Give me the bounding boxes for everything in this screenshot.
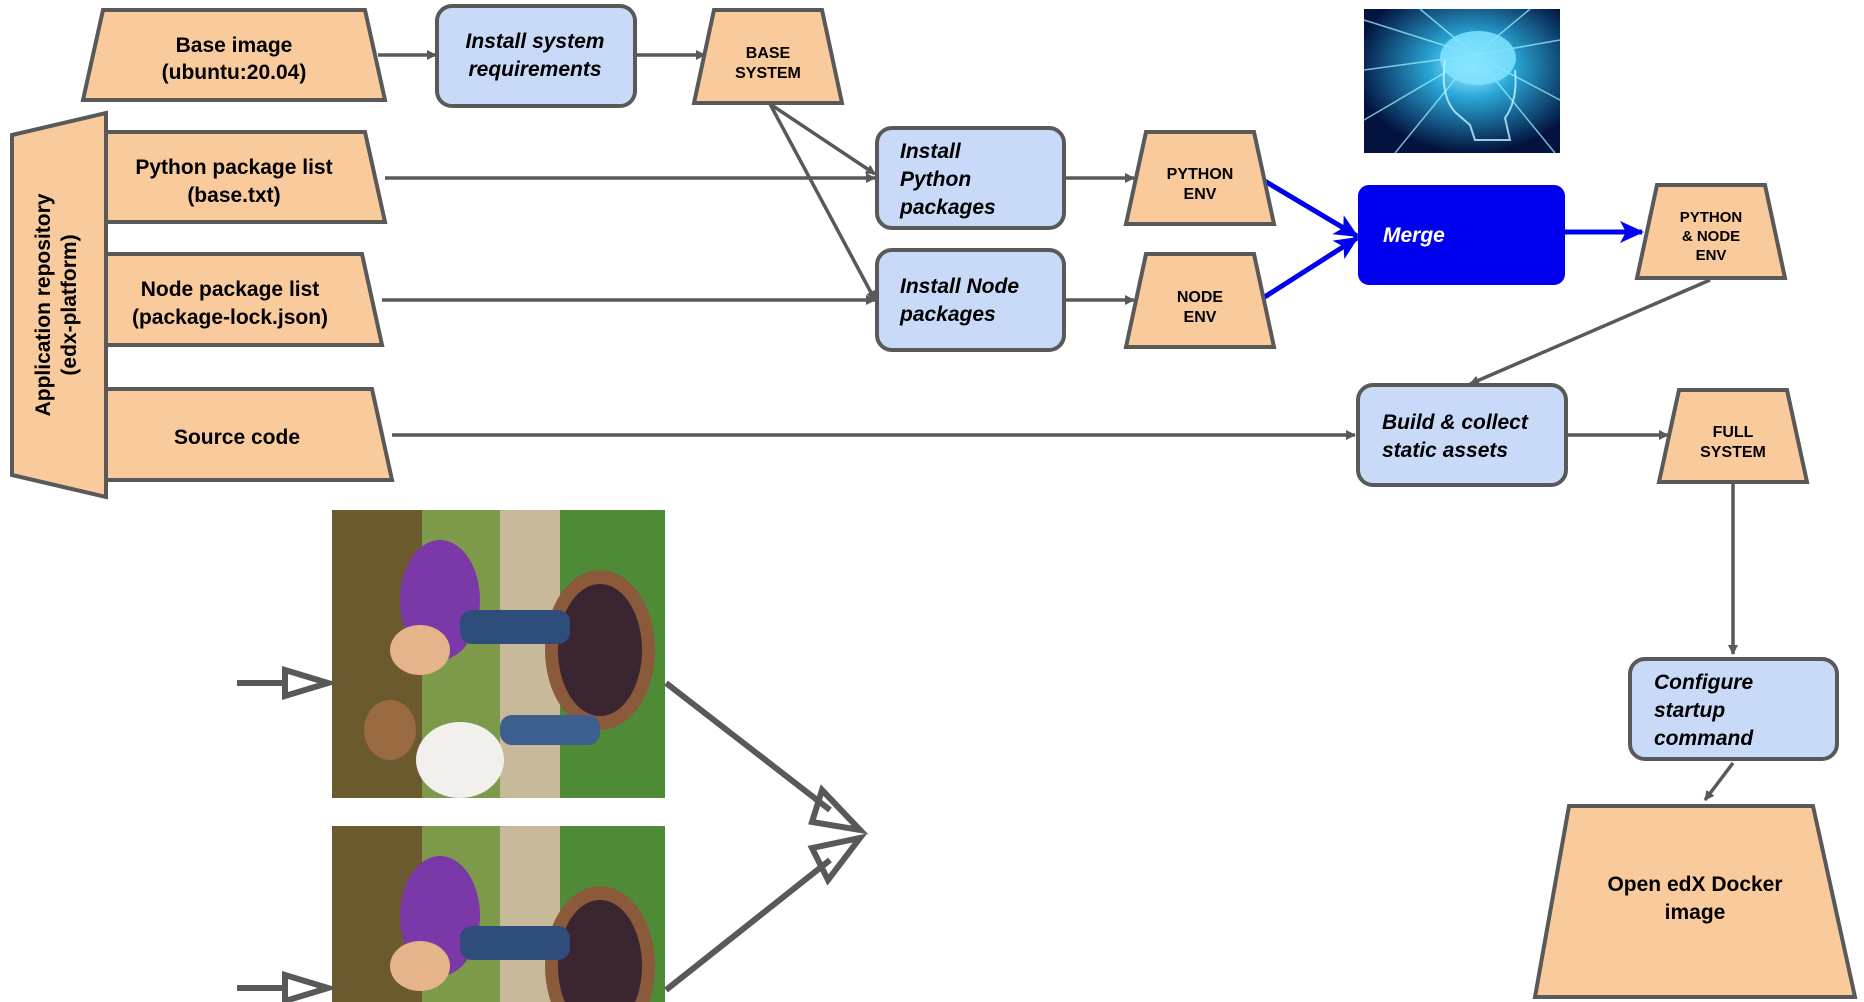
arrowhead-into-photo-top (282, 665, 339, 701)
build-collect-label-1: Build & collect (1382, 411, 1529, 434)
photo-top (332, 510, 665, 798)
build-collect-node: Build & collect static assets (1356, 383, 1568, 487)
base-system-label-2: SYSTEM (735, 65, 801, 82)
install-node-node: Install Node packages (875, 248, 1066, 352)
python-list-label-2: (base.txt) (187, 184, 280, 207)
source-code-node: Source code (104, 387, 395, 482)
arrow-node-env-to-merge (1261, 235, 1359, 301)
docker-image-node: Open edX Docker image (1532, 804, 1858, 999)
base-system-node: BASE SYSTEM (691, 8, 845, 105)
install-python-label-1: Install (900, 140, 962, 163)
arrowhead-photo-bottom-out (807, 833, 868, 886)
python-node-env-label-1: PYTHON (1680, 209, 1743, 226)
node-env-label-2: ENV (1184, 309, 1217, 326)
blue-connectors (1261, 177, 1644, 301)
arrow-python-node-env-to-build (1469, 278, 1711, 386)
source-code-label: Source code (174, 426, 300, 449)
docker-image-label-2: image (1665, 901, 1726, 924)
configure-startup-label-2: startup (1654, 699, 1725, 722)
configure-startup-node: Configure startup command (1628, 657, 1839, 761)
python-list-node: Python package list (base.txt) (104, 130, 388, 224)
python-node-env-label-2: & NODE (1682, 228, 1740, 245)
app-repo-label-2: (edx-platform) (58, 234, 81, 375)
arrow-python-env-to-merge (1261, 177, 1359, 239)
full-system-label-2: SYSTEM (1700, 444, 1766, 461)
install-system-label-1: Install system (466, 30, 605, 53)
node-list-node: Node package list (package-lock.json) (104, 252, 385, 347)
configure-startup-label-3: command (1654, 727, 1754, 750)
python-env-label-1: PYTHON (1167, 166, 1234, 183)
configure-startup-label-1: Configure (1654, 671, 1753, 694)
arrow-configure-to-docker-image (1703, 761, 1735, 802)
node-list-label-1: Node package list (141, 278, 320, 301)
install-node-label-2: packages (899, 303, 996, 326)
full-system-node: FULL SYSTEM (1656, 388, 1810, 484)
photo-bottom (332, 826, 665, 1002)
install-node-label-1: Install Node (900, 275, 1019, 298)
merge-label: Merge (1383, 224, 1445, 247)
connectors (378, 50, 1738, 802)
arrow-photo-top-out (664, 680, 832, 813)
node-env-node: NODE ENV (1123, 252, 1277, 349)
app-repo-node: Application repository (edx-platform) (10, 110, 108, 500)
python-env-label-2: ENV (1184, 186, 1217, 203)
full-system-label-1: FULL (1713, 424, 1754, 441)
build-collect-label-2: static assets (1382, 439, 1508, 462)
arrowhead-photo-top-out (808, 784, 869, 835)
python-node-env-label-3: ENV (1696, 247, 1727, 264)
arrowhead-into-photo-bottom (282, 970, 339, 1002)
python-list-label-1: Python package list (135, 156, 332, 179)
base-image-label-2: (ubuntu:20.04) (162, 61, 307, 84)
arrow-base-system-to-install-python (769, 102, 876, 176)
python-env-node: PYTHON ENV (1123, 130, 1277, 226)
install-python-label-3: packages (899, 196, 996, 219)
node-env-label-1: NODE (1177, 289, 1224, 306)
node-list-label-2: (package-lock.json) (132, 306, 328, 329)
app-repo-label-1: Application repository (32, 193, 55, 416)
install-python-label-2: Python (900, 168, 971, 191)
base-image-node: Base image (ubuntu:20.04) (80, 8, 388, 102)
docker-image-label-1: Open edX Docker (1607, 873, 1782, 896)
base-image-label-1: Base image (176, 34, 293, 57)
merge-node: Merge (1358, 185, 1565, 285)
arrow-photo-bottom-out (664, 857, 832, 993)
install-python-node: Install Python packages (875, 126, 1066, 230)
photo-arrows (237, 665, 869, 1002)
install-system-label-2: requirements (468, 58, 601, 81)
brain-illustration-image (1363, 8, 1561, 154)
python-node-env-node: PYTHON & NODE ENV (1634, 183, 1788, 280)
base-system-label-1: BASE (746, 45, 791, 62)
install-system-node: Install system requirements (435, 4, 637, 108)
arrow-base-system-to-install-node (768, 103, 877, 301)
